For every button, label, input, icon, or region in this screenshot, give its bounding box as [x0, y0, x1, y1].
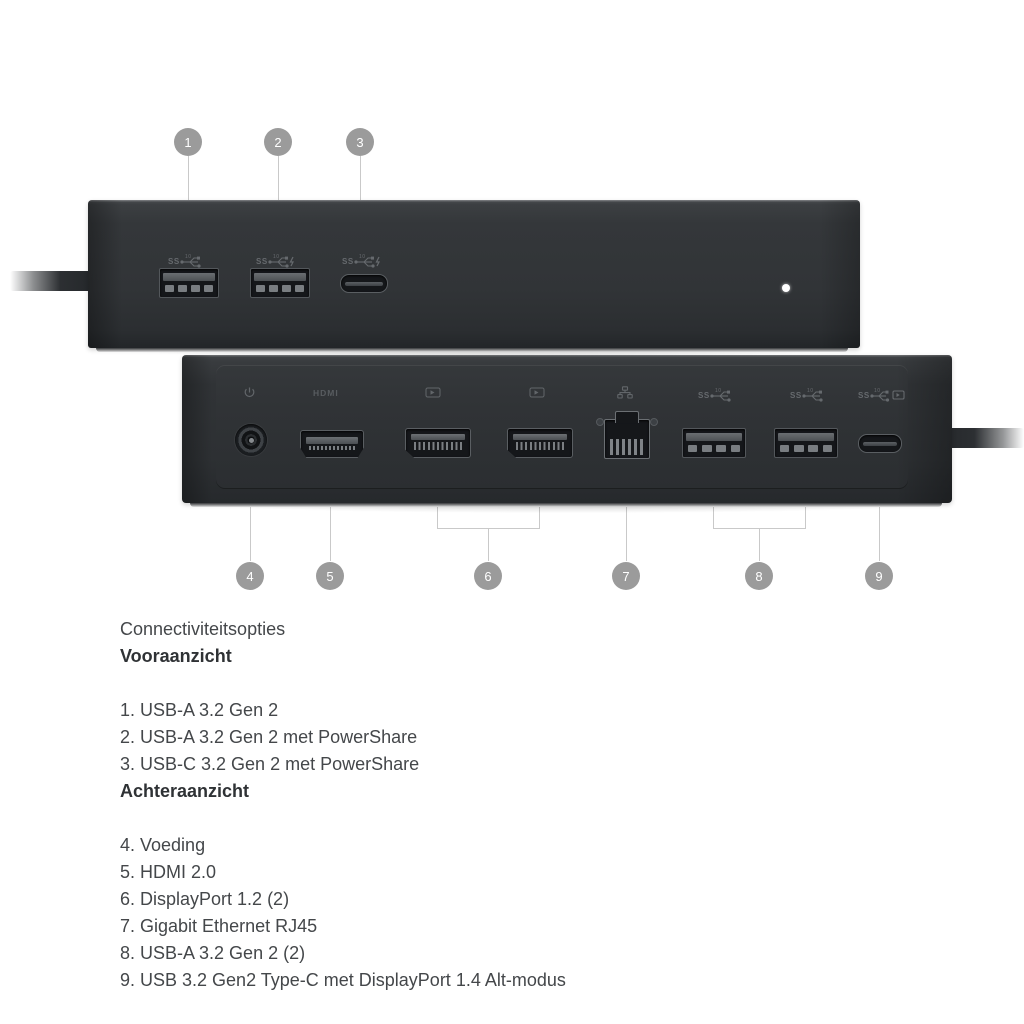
superspeed-usb-powershare-icon: SS 10 — [256, 254, 302, 268]
displayport-pins — [414, 442, 462, 450]
legend-title: Connectiviteitsopties — [120, 619, 286, 639]
svg-text:10: 10 — [874, 388, 881, 394]
front-cable — [10, 271, 94, 291]
callout-1[interactable]: 1 — [174, 128, 202, 156]
list-item: 2. USB-A 3.2 Gen 2 met PowerShare — [120, 727, 418, 747]
callout-9[interactable]: 9 — [865, 562, 893, 590]
usb-c-port-front[interactable] — [340, 274, 388, 293]
superspeed-usb-displayport-icon: SS 10 — [858, 388, 906, 402]
usb-a-pins — [165, 285, 213, 292]
svg-text:SS: SS — [342, 257, 354, 266]
hdmi-port[interactable] — [300, 430, 364, 458]
rj45-clip — [615, 411, 639, 423]
displayport-tongue — [411, 434, 465, 440]
displayport-1[interactable] — [405, 428, 471, 458]
front-drop-shadow — [96, 348, 852, 358]
usb-a-tongue — [163, 273, 215, 281]
superspeed-usb-powershare-icon-c: SS 10 — [342, 254, 388, 268]
svg-text:10: 10 — [273, 254, 280, 260]
svg-text:10: 10 — [715, 388, 722, 394]
list-item: 9. USB 3.2 Gen2 Type-C met DisplayPort 1… — [120, 970, 566, 990]
power-led-icon — [782, 284, 790, 292]
svg-text:10: 10 — [807, 388, 814, 394]
usb-a-port-2[interactable] — [250, 268, 310, 298]
list-item: 3. USB-C 3.2 Gen 2 met PowerShare — [120, 754, 420, 774]
list-item: 1. USB-A 3.2 Gen 2 — [120, 700, 279, 720]
callout-4[interactable]: 4 — [236, 562, 264, 590]
svg-text:SS: SS — [698, 391, 710, 400]
usb-a-port-4[interactable] — [774, 428, 838, 458]
displayport-2[interactable] — [507, 428, 573, 458]
rj45-pins — [610, 439, 644, 455]
connectivity-legend: Connectiviteitsopties Vooraanzicht 1. US… — [120, 616, 920, 994]
svg-text:SS: SS — [858, 391, 870, 400]
leader-line-7 — [626, 457, 627, 561]
leader-line-6c — [488, 528, 489, 561]
list-item: 5. HDMI 2.0 — [120, 862, 217, 882]
usb-a-tongue — [778, 433, 834, 441]
leader-line-5 — [330, 456, 331, 561]
callout-2[interactable]: 2 — [264, 128, 292, 156]
front-port-list: 1. USB-A 3.2 Gen 2 2. USB-A 3.2 Gen 2 me… — [120, 697, 920, 778]
rear-port-list: 4. Voeding 5. HDMI 2.0 6. DisplayPort 1.… — [120, 832, 920, 994]
front-body-shading — [820, 200, 860, 348]
svg-text:SS: SS — [168, 257, 180, 266]
rear-cable — [944, 428, 1024, 448]
rj45-led-right — [650, 418, 658, 426]
rear-view-heading: Achteraanzicht — [120, 781, 250, 801]
callout-3[interactable]: 3 — [346, 128, 374, 156]
superspeed-usb-icon: SS 10 — [168, 254, 208, 268]
rear-port-panel — [216, 365, 908, 489]
svg-text:10: 10 — [359, 254, 366, 260]
leader-line-8c — [759, 528, 760, 561]
callout-8[interactable]: 8 — [745, 562, 773, 590]
usb-c-port-rear[interactable] — [858, 434, 902, 453]
displayport-icon-2 — [529, 387, 545, 400]
usb-a-port-1[interactable] — [159, 268, 219, 298]
usb-a-tongue — [254, 273, 306, 281]
svg-text:SS: SS — [256, 257, 268, 266]
leader-line-4 — [250, 456, 251, 561]
list-item: 6. DisplayPort 1.2 (2) — [120, 889, 290, 909]
displayport-icon-1 — [425, 387, 441, 400]
displayport-pins — [516, 442, 564, 450]
rear-drop-shadow — [190, 503, 946, 513]
callout-5[interactable]: 5 — [316, 562, 344, 590]
legend-spacer-1 — [120, 670, 920, 697]
callout-6[interactable]: 6 — [474, 562, 502, 590]
callout-7[interactable]: 7 — [612, 562, 640, 590]
hdmi-tongue — [306, 437, 358, 444]
hdmi-pins — [309, 446, 355, 450]
svg-text:10: 10 — [185, 254, 192, 260]
svg-text:SS: SS — [790, 391, 802, 400]
power-icon — [243, 386, 256, 401]
list-item: 8. USB-A 3.2 Gen 2 (2) — [120, 943, 306, 963]
usb-a-port-3[interactable] — [682, 428, 746, 458]
superspeed-usb-icon-rear-2: SS 10 — [790, 388, 830, 402]
usb-a-pins — [780, 445, 832, 452]
superspeed-usb-icon-rear-1: SS 10 — [698, 388, 738, 402]
list-item: 7. Gigabit Ethernet RJ45 — [120, 916, 318, 936]
rj45-port[interactable] — [596, 411, 658, 459]
rj45-led-left — [596, 418, 604, 426]
displayport-tongue — [513, 434, 567, 440]
power-jack[interactable] — [235, 424, 267, 456]
hdmi-text-icon: HDMI — [313, 388, 339, 398]
usb-a-pins — [256, 285, 304, 292]
legend-spacer-2 — [120, 805, 920, 832]
front-view-heading: Vooraanzicht — [120, 646, 232, 666]
list-item: 4. Voeding — [120, 835, 206, 855]
usb-a-pins — [688, 445, 740, 452]
rear-body-shading-left — [182, 355, 212, 503]
usb-a-tongue — [686, 433, 742, 441]
ethernet-icon — [617, 386, 633, 401]
